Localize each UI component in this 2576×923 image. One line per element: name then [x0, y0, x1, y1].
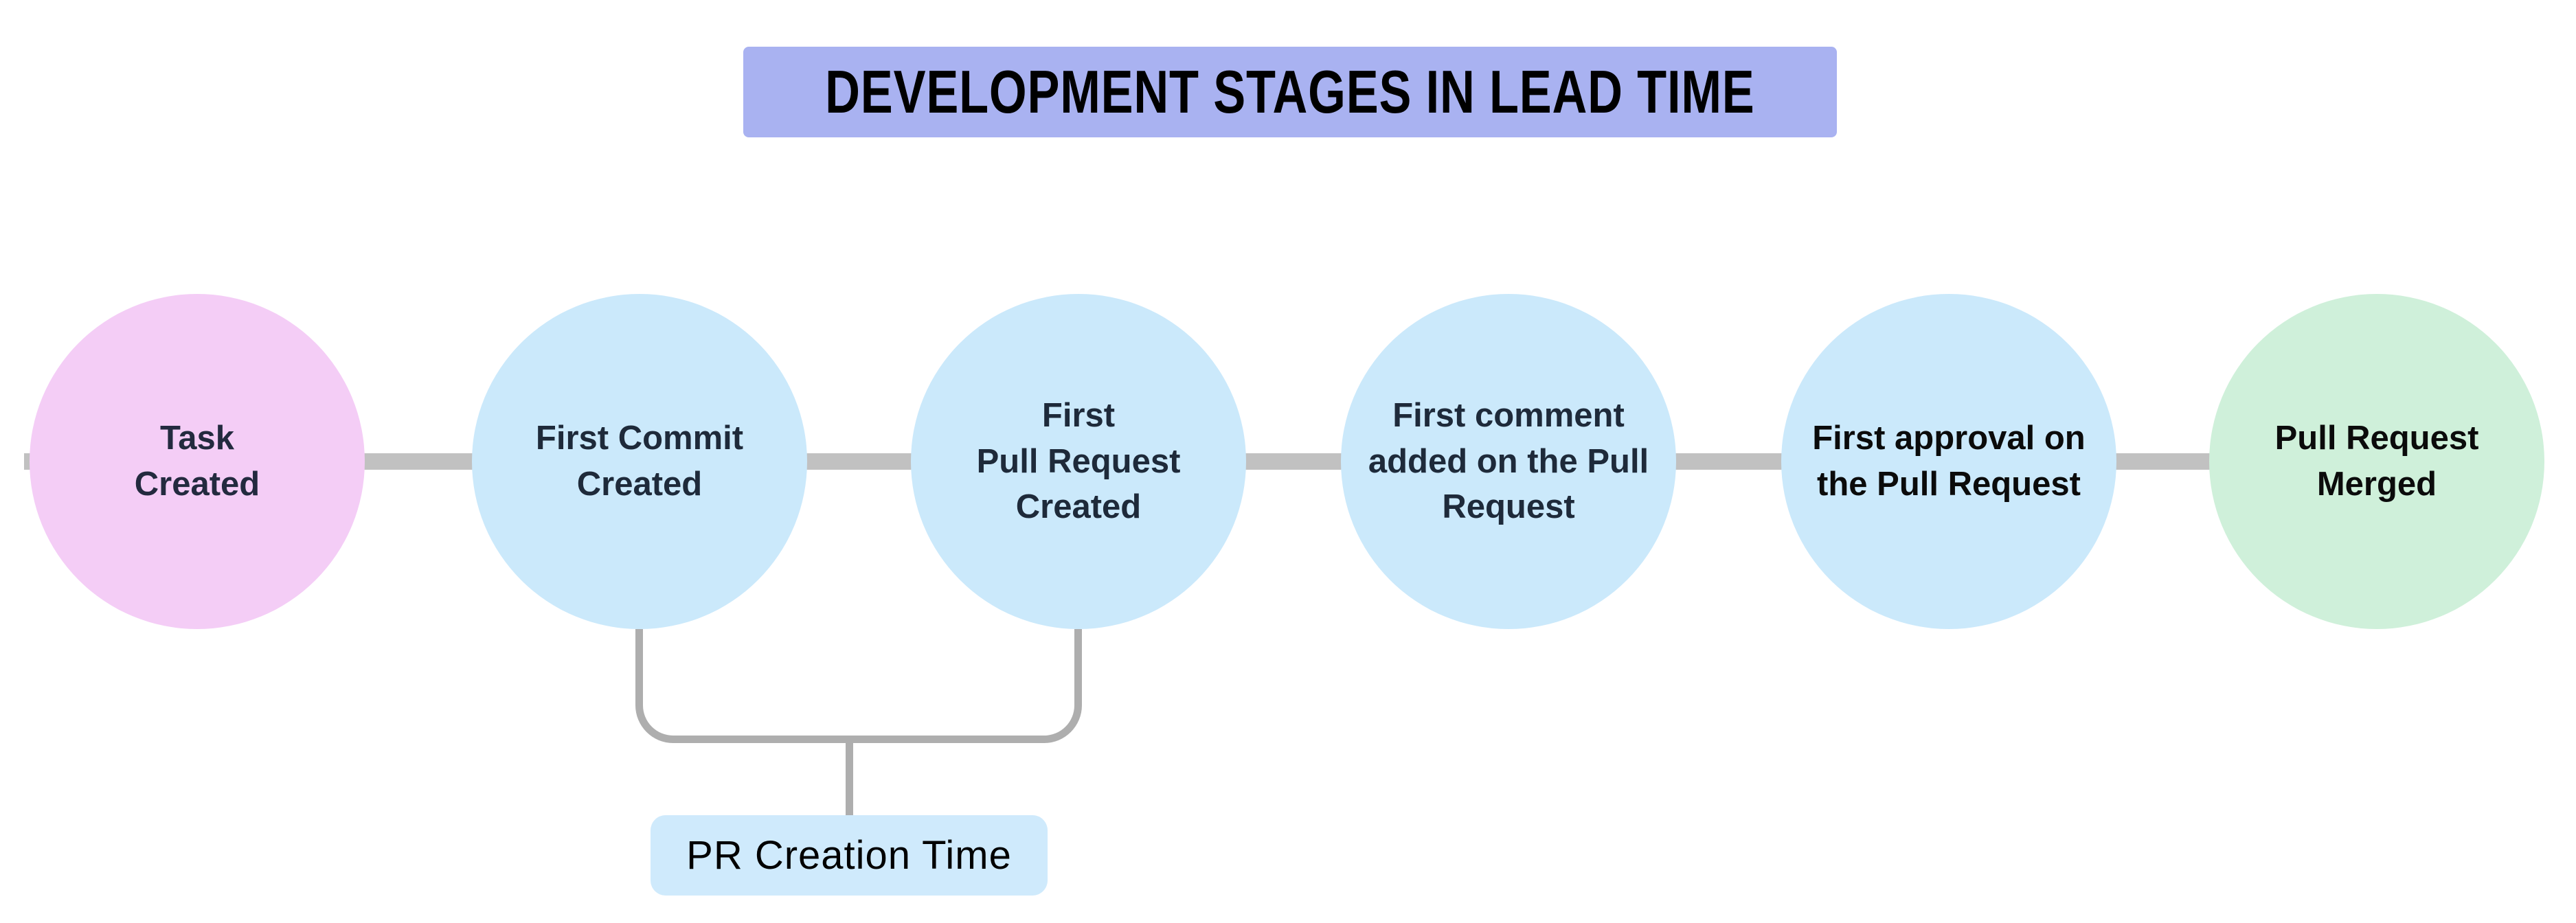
stage-node-label: First comment added on the Pull Request	[1368, 397, 1649, 526]
stage-node-pull-request-merged: Pull Request Merged	[2209, 294, 2544, 629]
stage-node-task-created: Task Created	[30, 294, 365, 629]
pr-creation-bracket-stem	[846, 742, 853, 816]
pr-creation-bracket	[635, 629, 1082, 743]
stage-node-first-comment-added: First comment added on the Pull Request	[1341, 294, 1676, 629]
stage-node-label: Pull Request Merged	[2274, 420, 2479, 503]
page-title: DEVELOPMENT STAGES IN LEAD TIME	[825, 58, 1755, 126]
stage-node-first-commit-created: First Commit Created	[472, 294, 807, 629]
pr-creation-time-text: PR Creation Time	[686, 833, 1012, 878]
stage-node-label: First Pull Request Created	[976, 397, 1181, 526]
stage-node-label: Task Created	[134, 420, 260, 503]
stage-node-first-pull-request-created: First Pull Request Created	[911, 294, 1246, 629]
pr-creation-time-label: PR Creation Time	[651, 815, 1048, 896]
stage-node-label: First Commit Created	[535, 420, 744, 503]
title-banner: DEVELOPMENT STAGES IN LEAD TIME	[743, 47, 1837, 137]
stage-node-first-approval: First approval on the Pull Request	[1781, 294, 2116, 629]
stage-node-label: First approval on the Pull Request	[1812, 420, 2086, 503]
